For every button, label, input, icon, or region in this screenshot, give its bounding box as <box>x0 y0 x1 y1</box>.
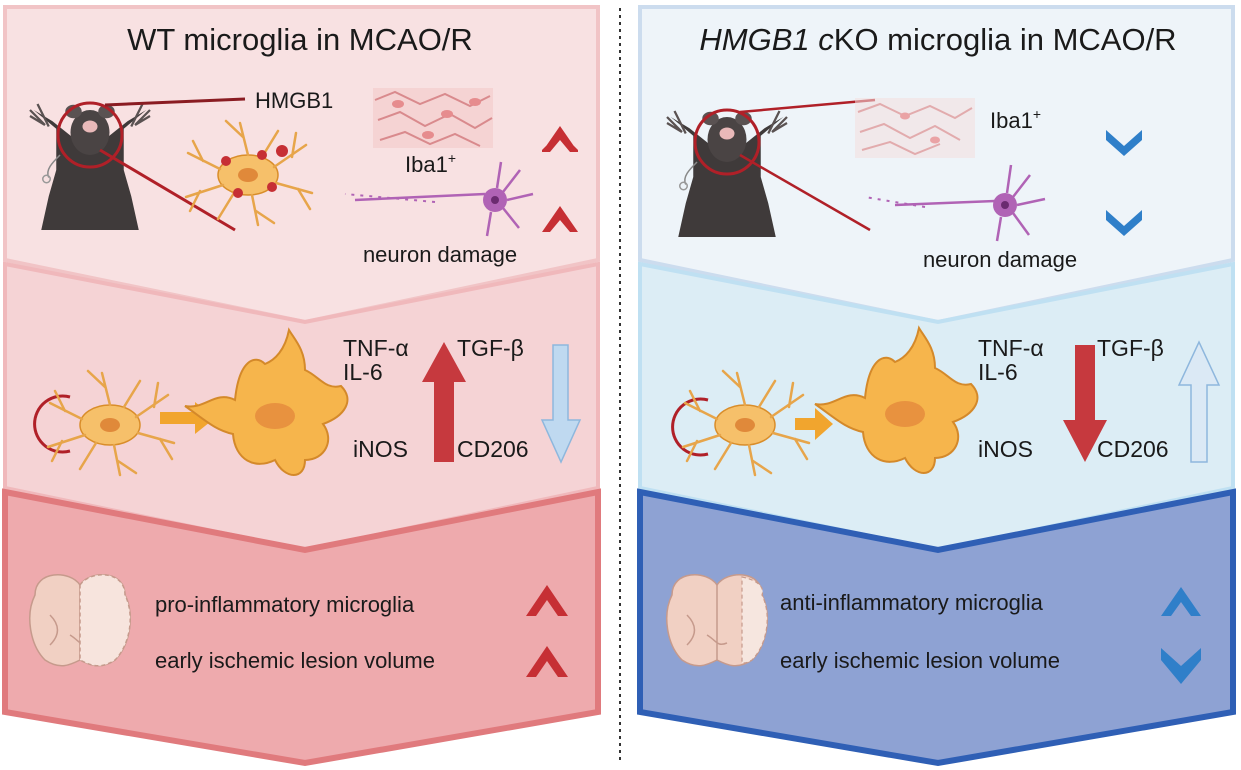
wt-outcome-1: pro-inflammatory microglia <box>155 592 415 617</box>
ko-neuron-label: neuron damage <box>923 247 1077 272</box>
chevron-down-icon <box>1106 210 1142 236</box>
ko-cd206: CD206 <box>1097 436 1169 462</box>
microglia-icon <box>184 119 314 227</box>
block-arrow-icon <box>422 342 466 462</box>
callout-line <box>739 153 871 232</box>
ko-tgf: TGF-β <box>1097 335 1164 361</box>
chevron-up-icon <box>542 126 578 152</box>
callout-line <box>739 98 876 114</box>
block-arrow-icon <box>1177 340 1221 463</box>
wt-outcome-2: early ischemic lesion volume <box>155 648 435 673</box>
chevron-up-icon <box>526 646 568 677</box>
chevron-up-icon <box>542 206 578 232</box>
block-arrow-icon <box>1063 345 1107 462</box>
chevron-down-icon <box>1161 648 1201 684</box>
iba1-tissue-icon <box>373 88 493 148</box>
ko-title: HMGB1 cKO microglia in MCAO/R <box>699 22 1176 57</box>
ko-iba1-label: Iba1+ <box>990 106 1041 133</box>
wt-hmgb1-label: HMGB1 <box>255 88 333 113</box>
callout-line <box>99 148 236 232</box>
wt-iba1-label: Iba1+ <box>405 150 456 177</box>
ko-inos: iNOS <box>978 436 1033 462</box>
wt-inos: iNOS <box>353 436 408 462</box>
brain-section-icon <box>29 574 131 667</box>
neuron-icon <box>864 164 1046 242</box>
callout-line <box>104 97 246 107</box>
ko-il6: IL-6 <box>978 359 1018 385</box>
block-arrow-icon <box>795 408 833 440</box>
brain-section-icon <box>666 574 768 667</box>
ko-outcome-2: early ischemic lesion volume <box>780 648 1060 673</box>
ko-outcome-1: anti-inflammatory microglia <box>780 590 1044 615</box>
wt-neuron-label: neuron damage <box>363 242 517 267</box>
neuron-icon <box>344 161 534 237</box>
chevron-up-icon <box>526 585 568 616</box>
wt-bottom-band <box>1 488 601 767</box>
block-arrow-icon <box>540 344 582 464</box>
ko-bottom-band <box>637 488 1236 767</box>
chevron-up-icon <box>1161 587 1201 616</box>
wt-tnf: TNF-α <box>343 335 409 361</box>
wt-tgf: TGF-β <box>457 335 524 361</box>
wt-il6: IL-6 <box>343 359 383 385</box>
iba1-tissue-icon <box>855 98 975 158</box>
highlight-circle <box>56 101 124 169</box>
ko-panel: HMGB1 cKO microglia in MCAO/R Iba1+ neur… <box>637 5 1236 767</box>
chevron-down-icon <box>1106 130 1142 156</box>
highlight-circle <box>693 108 761 176</box>
wt-cd206: CD206 <box>457 436 529 462</box>
wt-title: WT microglia in MCAO/R <box>127 22 473 57</box>
ko-tnf: TNF-α <box>978 335 1044 361</box>
wt-panel: WT microglia in MCAO/R HMGB1 Iba1+ <box>1 5 601 767</box>
